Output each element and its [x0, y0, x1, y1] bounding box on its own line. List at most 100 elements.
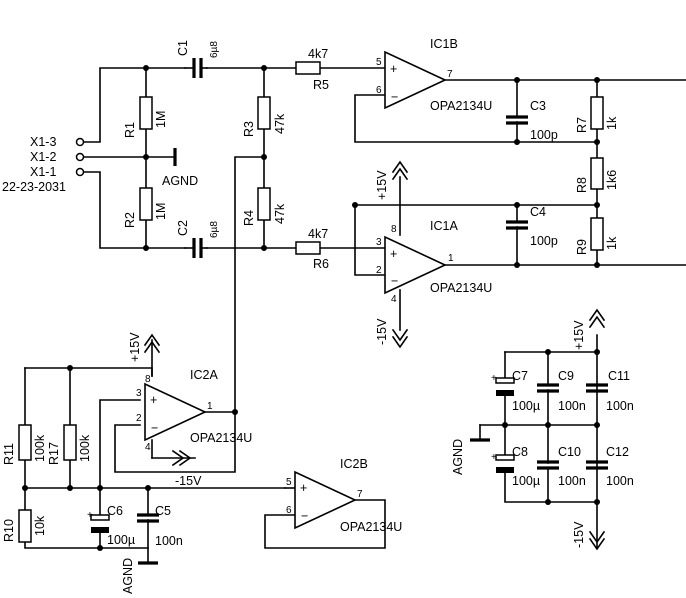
- supply-neg-ic2a-label: -15V: [175, 474, 202, 488]
- resistor-r1-value: 1M: [154, 111, 168, 128]
- resistor-r5-value: 4k7: [308, 47, 328, 61]
- opamp-ic2b-part: OPA2134U: [340, 520, 402, 534]
- capacitor-c9-name: C9: [558, 369, 574, 383]
- opamp-ic1a-pin-out: 1: [448, 253, 454, 264]
- supply-neg-ic2a: -15V: [151, 449, 202, 488]
- opamp-ic1b-minus-sign: −: [391, 90, 398, 104]
- capacitor-c6: + C6 100µ: [87, 504, 135, 547]
- capacitor-c2: C2 6µ8: [176, 220, 220, 258]
- resistor-r11: R11 100k: [2, 424, 47, 465]
- resistor-r9: R9 1k: [575, 217, 619, 255]
- capacitor-c12-value: 100n: [606, 474, 634, 488]
- opamp-ic2a-pin-minus: 2: [136, 413, 142, 424]
- resistor-r8-name: R8: [575, 177, 589, 193]
- supply-pos-decoupling: +15V: [572, 308, 606, 350]
- opamp-ic2a-plus-sign: +: [150, 393, 157, 407]
- supply-neg-ic1a: -15V: [375, 318, 409, 349]
- resistor-r11-name: R11: [2, 443, 16, 465]
- resistor-r5-name: R5: [313, 78, 329, 92]
- resistor-r17: R17 100k: [47, 424, 92, 465]
- resistor-r6-value: 4k7: [308, 227, 328, 241]
- resistor-r7-value: 1k: [605, 116, 619, 130]
- agnd-symbol-decoupling: AGND: [451, 438, 490, 475]
- opamp-ic2b-pin-out: 7: [357, 489, 363, 500]
- connector-label-x1-1: X1-1: [30, 165, 56, 179]
- opamp-ic1b-plus-sign: +: [390, 62, 397, 76]
- supply-pos-ic1a: +15V: [375, 160, 409, 200]
- resistor-r2-name: R2: [123, 212, 137, 228]
- capacitor-c9-value: 100n: [558, 399, 586, 413]
- resistor-r7: R7 1k: [575, 96, 619, 133]
- capacitor-c7-value: 100µ: [512, 399, 540, 413]
- opamp-ic2b-name: IC2B: [340, 457, 368, 471]
- connector-pin-x1-2: [75, 152, 85, 162]
- capacitor-c12: C12 100n: [586, 445, 634, 488]
- capacitor-c10-value: 100n: [558, 474, 586, 488]
- opamp-ic1a-plus-sign: +: [390, 247, 397, 261]
- opamp-ic2b-pin-plus: 5: [286, 477, 292, 488]
- resistor-r3-value: 47k: [273, 113, 287, 134]
- resistor-r6-name: R6: [313, 257, 329, 271]
- opamp-ic1b: + − 5 6 7 IC1B OPA2134U: [376, 37, 492, 113]
- opamp-ic2b-pin-minus: 6: [286, 505, 292, 516]
- capacitor-c5-value: 100n: [155, 534, 183, 548]
- agnd-symbol-top: AGND: [162, 148, 198, 188]
- opamp-ic2a-pin-plus: 3: [136, 388, 142, 399]
- opamp-ic1b-pin-out: 7: [447, 69, 453, 80]
- junctions: [22, 65, 600, 551]
- capacitor-c10: C10 100n: [537, 445, 586, 488]
- resistor-r6: 4k7 R6: [295, 227, 329, 271]
- opamp-ic1b-pin-plus: 5: [376, 57, 382, 68]
- capacitor-c11: C11 100n: [586, 369, 634, 413]
- resistor-r1: R1 1M: [123, 96, 168, 138]
- resistor-r2-value: 1M: [154, 203, 168, 220]
- capacitor-c11-name: C11: [608, 369, 630, 383]
- capacitor-c1: C1 6µ8: [176, 40, 220, 78]
- capacitor-c3-value: 100p: [530, 128, 558, 142]
- opamp-ic1a-pin-minus: 2: [376, 265, 382, 276]
- opamp-ic2b-minus-sign: −: [301, 509, 308, 523]
- agnd-label-bias: AGND: [121, 558, 135, 594]
- resistor-r2: R2 1M: [123, 187, 168, 228]
- resistor-r10-name: R10: [2, 519, 16, 542]
- supply-pos-ic1a-label: +15V: [375, 170, 389, 200]
- connector-x1: X1-3 X1-2 X1-1 22-23-2031: [2, 135, 85, 194]
- capacitor-c10-name: C10: [558, 445, 581, 459]
- capacitor-c8-value: 100µ: [512, 474, 540, 488]
- capacitor-c8-polarity: +: [491, 452, 497, 463]
- opamp-ic2a-pin-vminus: 4: [145, 442, 151, 453]
- opamp-ic1a: + − 3 2 1 8 4 IC1A OPA2134U: [376, 219, 492, 305]
- resistor-r7-name: R7: [575, 117, 589, 133]
- resistor-r10: R10 10k: [2, 509, 47, 543]
- opamp-ic1a-name: IC1A: [430, 219, 458, 233]
- resistor-r3: R3 47k: [242, 96, 287, 137]
- resistor-r8: R8 1k6: [575, 157, 619, 193]
- supply-neg-ic1a-label: -15V: [375, 318, 389, 345]
- capacitor-c4-name: C4: [530, 205, 546, 219]
- capacitor-c3: C3 100p: [506, 99, 558, 142]
- opamp-ic2a-part: OPA2134U: [190, 431, 252, 445]
- resistor-r5: 4k7 R5: [295, 47, 329, 92]
- supply-neg-decoupling-label: -15V: [572, 521, 586, 548]
- resistor-r9-name: R9: [575, 239, 589, 255]
- connector-pin-x1-1: [75, 167, 85, 177]
- capacitor-c2-name: C2: [176, 220, 190, 236]
- capacitor-c12-name: C12: [606, 445, 629, 459]
- capacitor-c4-value: 100p: [530, 234, 558, 248]
- capacitor-c6-name: C6: [107, 504, 123, 518]
- agnd-label-top: AGND: [162, 174, 198, 188]
- capacitor-c2-value: 6µ8: [209, 221, 220, 238]
- supply-pos-ic2a-label: +15V: [128, 332, 142, 362]
- capacitor-c1-name: C1: [176, 40, 190, 56]
- capacitor-c6-polarity: +: [87, 510, 93, 521]
- opamp-ic1a-minus-sign: −: [391, 274, 398, 288]
- connector-label-x1-3: X1-3: [30, 135, 56, 149]
- resistor-r3-name: R3: [242, 121, 256, 137]
- opamp-ic2a-name: IC2A: [190, 368, 218, 382]
- resistor-r17-value: 100k: [78, 434, 92, 462]
- capacitor-c3-name: C3: [530, 99, 546, 113]
- resistor-r8-value: 1k6: [605, 170, 619, 190]
- opamp-ic1b-part: OPA2134U: [430, 99, 492, 113]
- supply-pos-ic2a: +15V: [128, 332, 161, 377]
- capacitor-c8: + C8 100µ: [491, 445, 540, 488]
